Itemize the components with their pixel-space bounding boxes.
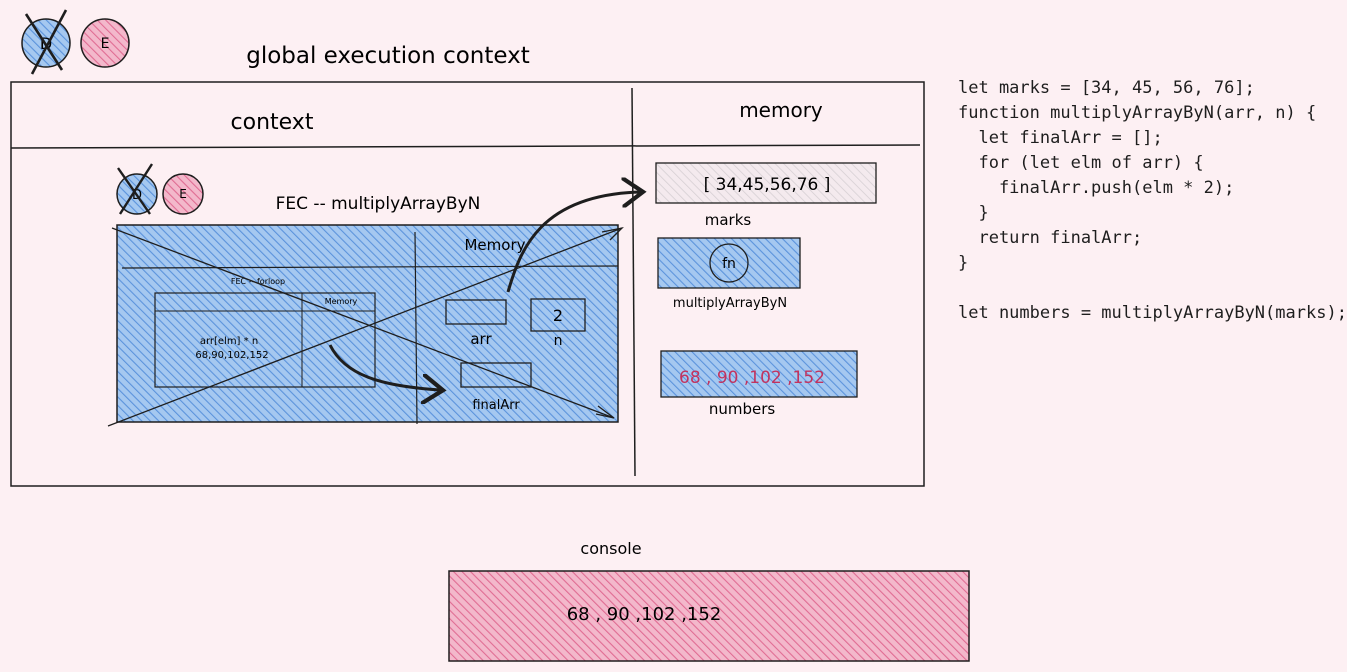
final-arr-slot <box>460 362 532 388</box>
global-context-title: global execution context <box>246 43 530 69</box>
cross-line-icon <box>30 9 68 75</box>
inner-badge-e-letter: E <box>179 187 187 201</box>
fec-column-divider <box>414 231 418 425</box>
context-header: context <box>231 110 314 135</box>
console-box: 68 , 90 ,102 ,152 <box>448 570 970 662</box>
final-arr-label: finalArr <box>472 398 520 413</box>
code-panel: let marks = [34, 45, 56, 76]; function m… <box>958 76 1347 326</box>
memory-header: memory <box>739 98 823 122</box>
for-loop-box: FEC -- forloop Memory arr[elm] * n 68,90… <box>154 277 376 388</box>
code-line: } <box>958 203 989 223</box>
for-loop-title: FEC -- forloop <box>231 277 285 286</box>
fec-cross-line <box>107 227 623 427</box>
code-line: return finalArr; <box>958 228 1143 248</box>
fec-header-divider <box>121 265 619 269</box>
console-label: console <box>580 539 641 558</box>
code-line: finalArr.push(elm * 2); <box>958 178 1235 198</box>
crossed-d-badge: D <box>21 9 71 75</box>
fec-box: Memory FEC -- forloop Memory arr[elm] * … <box>107 224 624 427</box>
fec-memory-label: Memory <box>464 236 525 254</box>
cross-line-icon <box>118 163 154 215</box>
fn-badge: fn <box>722 256 736 272</box>
memory-numbers: 68 , 90 ,102 ,152 numbers <box>660 350 858 418</box>
column-divider <box>631 87 636 477</box>
arrow-to-final-arr <box>328 344 440 390</box>
cross-line-icon <box>24 13 64 71</box>
marks-label: marks <box>705 211 752 229</box>
crossed-d-badge-inner: D <box>116 163 158 215</box>
fec-title: FEC -- multiplyArrayByN <box>276 194 481 214</box>
code-line: } <box>958 253 969 273</box>
code-line: function multiplyArrayByN(arr, n) { <box>958 103 1317 123</box>
code-line: let numbers = multiplyArrayByN(marks); <box>958 303 1347 323</box>
top-badges: D E <box>21 9 130 75</box>
memory-marks: [ 34,45,56,76 ] marks <box>655 162 877 229</box>
inner-badges: D E <box>116 163 204 215</box>
arr-slot <box>445 299 507 325</box>
marks-value: [ 34,45,56,76 ] <box>704 175 831 195</box>
for-loop-expression: arr[elm] * n <box>200 336 258 347</box>
fn-label: multiplyArrayByN <box>673 296 787 311</box>
n-value: 2 <box>553 306 563 325</box>
for-loop-memory-label: Memory <box>325 297 358 306</box>
fec-cross-line <box>111 227 615 419</box>
n-slot <box>530 298 586 332</box>
fn-circle-icon <box>709 243 749 283</box>
numbers-label: numbers <box>709 400 776 418</box>
console-output: 68 , 90 ,102 ,152 <box>567 604 722 625</box>
arr-label: arr <box>470 330 492 348</box>
memory-function: fn multiplyArrayByN <box>657 237 801 311</box>
e-badge: E <box>80 18 130 68</box>
for-loop-values: 68,90,102,152 <box>195 350 268 361</box>
header-divider <box>10 144 921 149</box>
n-label: n <box>554 333 563 349</box>
arrow-arr-to-marks <box>506 192 640 293</box>
badge-e-letter: E <box>101 36 110 52</box>
numbers-value: 68 , 90 ,102 ,152 <box>679 368 825 388</box>
global-context-frame: context memory <box>10 81 925 487</box>
code-line: for (let elm of arr) { <box>958 153 1204 173</box>
code-line: let finalArr = []; <box>958 128 1163 148</box>
code-line: let marks = [34, 45, 56, 76]; <box>958 78 1255 98</box>
e-badge-inner: E <box>162 173 204 215</box>
